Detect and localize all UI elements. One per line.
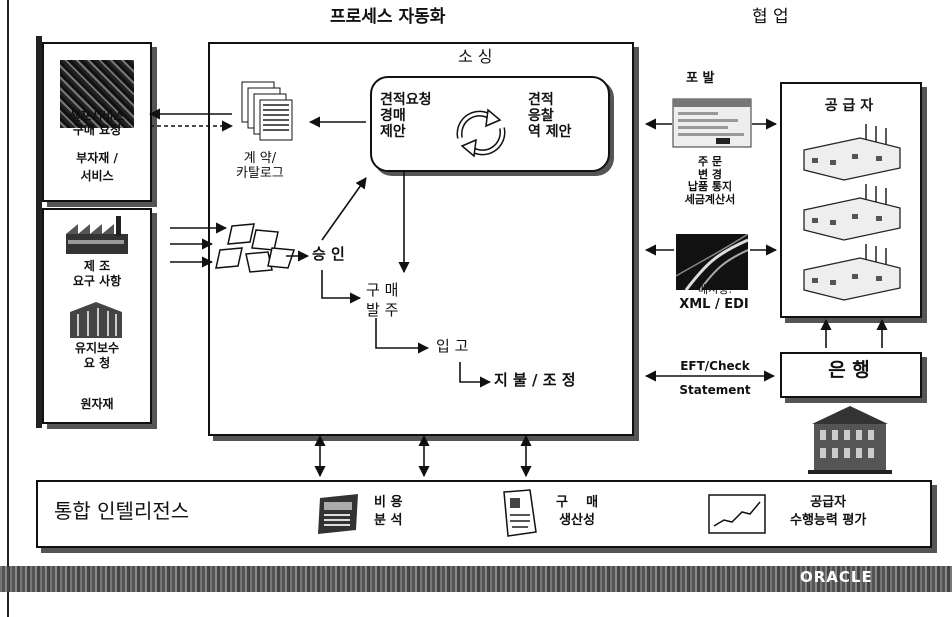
approve-label: 승 인	[312, 245, 345, 263]
bank-title: 은 행	[828, 359, 870, 381]
service-label: 서비스	[80, 169, 114, 183]
requirements-label: 요구 사항	[72, 274, 122, 288]
purchase-request-label: 구매 요청	[72, 123, 122, 137]
page-border	[7, 0, 9, 617]
sourcing-title: 소 싱	[458, 47, 493, 66]
statement-label: Statement	[679, 383, 751, 397]
portal-title: 포 발	[686, 71, 715, 86]
process-automation-title: 프로세스 자동화	[330, 7, 446, 27]
supplier-title: 공 급 자	[824, 98, 874, 114]
catalog-documents-icon	[241, 81, 293, 141]
intelligence-title: 통합 인텔리전스	[54, 499, 190, 523]
spend-report-icon	[318, 494, 358, 534]
maintenance-request-label: 요 청	[83, 356, 111, 370]
oracle-logo: ORACLE	[800, 568, 873, 586]
maintenance-label: 유지보수	[74, 341, 120, 355]
portal-items: 주 문 변 경 납품 통지 세금계산서	[684, 155, 736, 206]
materials-label: 부자재 /	[76, 151, 118, 165]
xml-edi-label: XML / EDI	[679, 297, 749, 312]
purchase-order-label: 구 매 발 주	[366, 281, 399, 320]
receipt-label: 입 고	[436, 337, 469, 355]
forms-icon	[215, 223, 296, 273]
left-column-bar	[36, 36, 42, 428]
contract-catalog-label: 계 약/ 카탈로그	[236, 151, 284, 181]
highway-image	[676, 234, 748, 290]
plant-icon	[70, 302, 122, 338]
quote-bid-counter-text: 견적 응찰 역 제안	[528, 92, 572, 141]
footer-band	[0, 566, 952, 592]
sourcing-box	[370, 76, 610, 172]
bank-box	[780, 352, 922, 398]
payment-label: 지 불 / 조 정	[494, 371, 576, 389]
portal-screen-icon	[672, 98, 752, 148]
manufacturing-label: 제 조	[83, 259, 111, 273]
productivity-doc-icon	[503, 489, 537, 537]
supplier-performance-label: 공급자 수행능력 평가	[790, 495, 867, 529]
intelligence-box	[36, 480, 932, 548]
raw-material-label: 원자재	[80, 397, 114, 411]
performance-chart-icon	[708, 494, 766, 534]
self-service-label: 셀프서비스	[69, 109, 125, 123]
bank-building-icon	[808, 406, 892, 474]
people-photo	[60, 60, 134, 128]
eft-check-label: EFT/Check	[680, 359, 750, 373]
supplier-factories-icon	[803, 124, 901, 301]
cycle-arrows-icon	[456, 108, 506, 158]
factory-icon	[66, 216, 128, 254]
rfq-auction-proposal-text: 견적요청 경매 제안	[380, 92, 432, 141]
collaboration-title: 협 업	[752, 7, 789, 27]
messaging-label: 메시징:	[697, 283, 733, 296]
spend-analysis-label: 비 용 분 석	[374, 495, 403, 529]
purchasing-productivity-label: 구 매 생산성	[556, 495, 599, 529]
